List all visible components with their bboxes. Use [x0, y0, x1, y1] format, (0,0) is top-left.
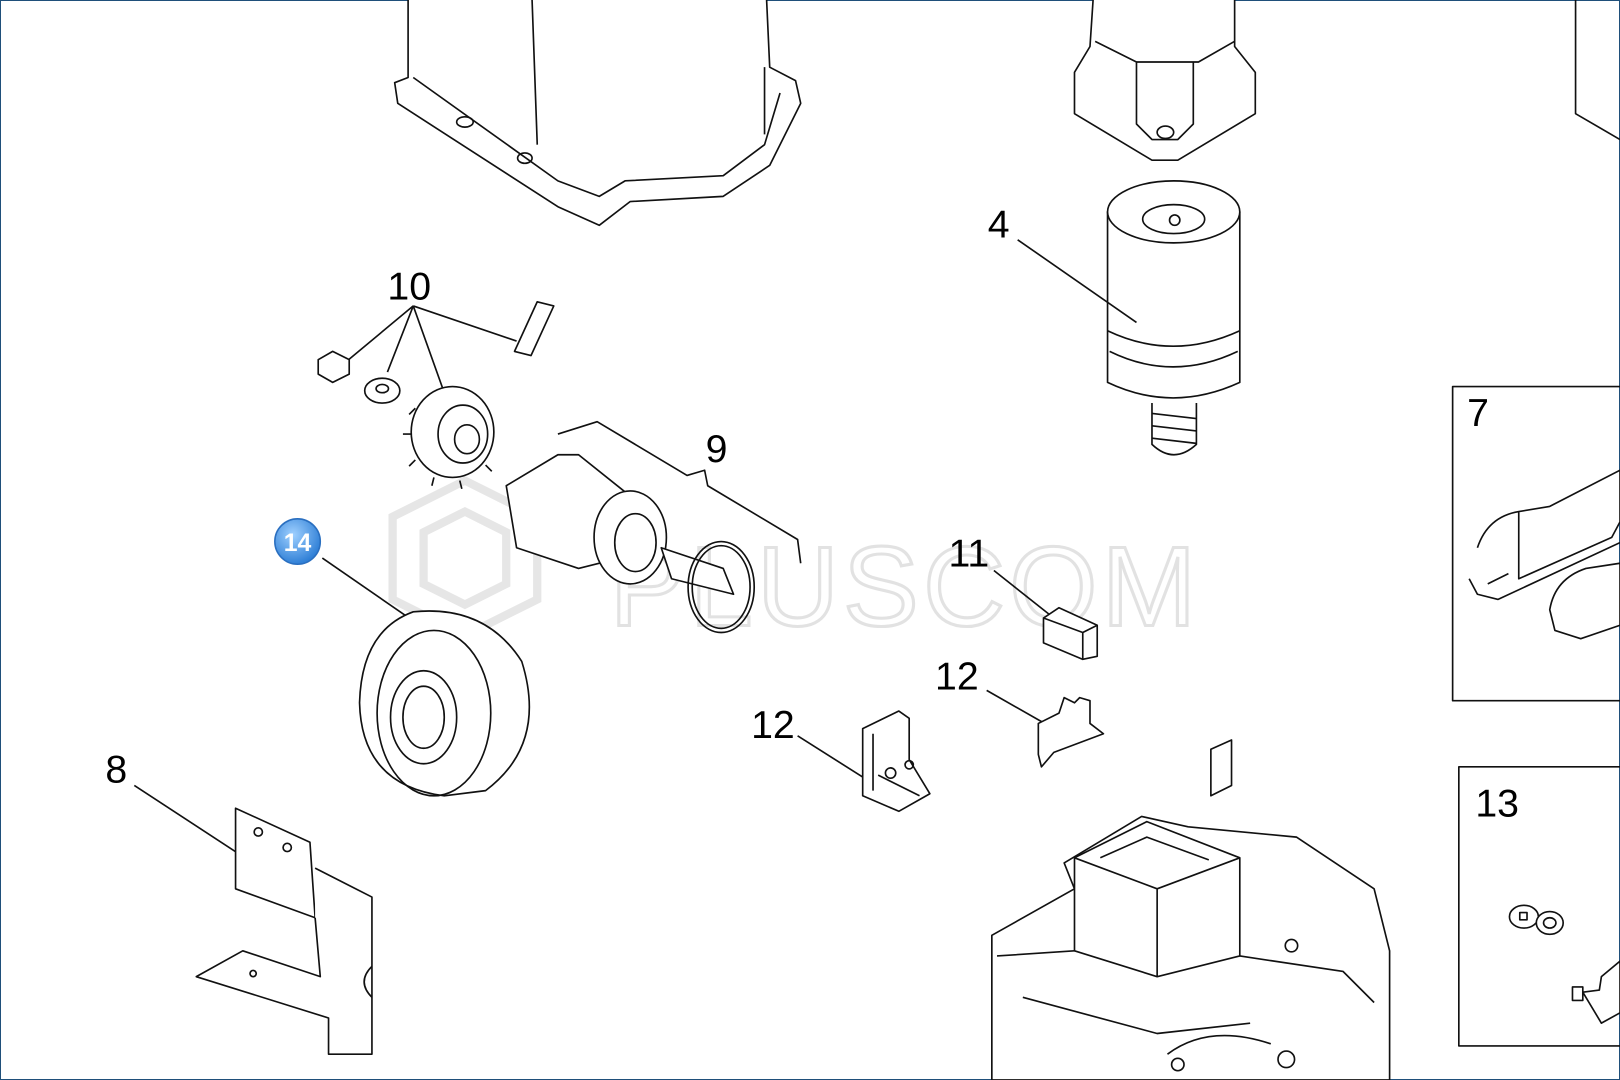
- inset-box-part-7: 7: [1451, 385, 1620, 702]
- part-label-12b: 12: [935, 654, 979, 698]
- inset-box-part-13: 13: [1458, 766, 1620, 1047]
- base-housing-part: [991, 815, 1391, 1080]
- partial-part-right: [1574, 0, 1620, 141]
- bracket-part-8: 8: [105, 747, 373, 1055]
- motor-part-4: 4: [988, 180, 1241, 456]
- small-plate-part: [1210, 739, 1233, 797]
- shaft-assembly-part-9: 9: [505, 420, 802, 634]
- part-label-7: 7: [1467, 391, 1489, 435]
- part-label-11: 11: [948, 531, 989, 575]
- highlight-badge-14[interactable]: [274, 518, 322, 566]
- connector-part-11: 11: [948, 531, 1099, 661]
- watermark-text: PLUSCOM: [610, 523, 1201, 650]
- pulley-part-14[interactable]: 14: [274, 518, 531, 797]
- part-label-13: 13: [1475, 781, 1519, 825]
- part-label-8: 8: [105, 747, 127, 791]
- switch-bracket-part-12b: 12: [935, 654, 1105, 768]
- part-label-10: 10: [387, 265, 431, 309]
- part-label-4: 4: [988, 203, 1010, 247]
- part-label-9: 9: [706, 427, 728, 471]
- switch-bracket-part-12a: 12: [751, 703, 931, 813]
- gearbox-top-part: [1073, 0, 1257, 162]
- gear-set-part-10: 10: [317, 265, 555, 490]
- part-label-12a: 12: [751, 703, 795, 747]
- part-label-14: 14: [284, 530, 312, 557]
- cover-part: [393, 0, 802, 227]
